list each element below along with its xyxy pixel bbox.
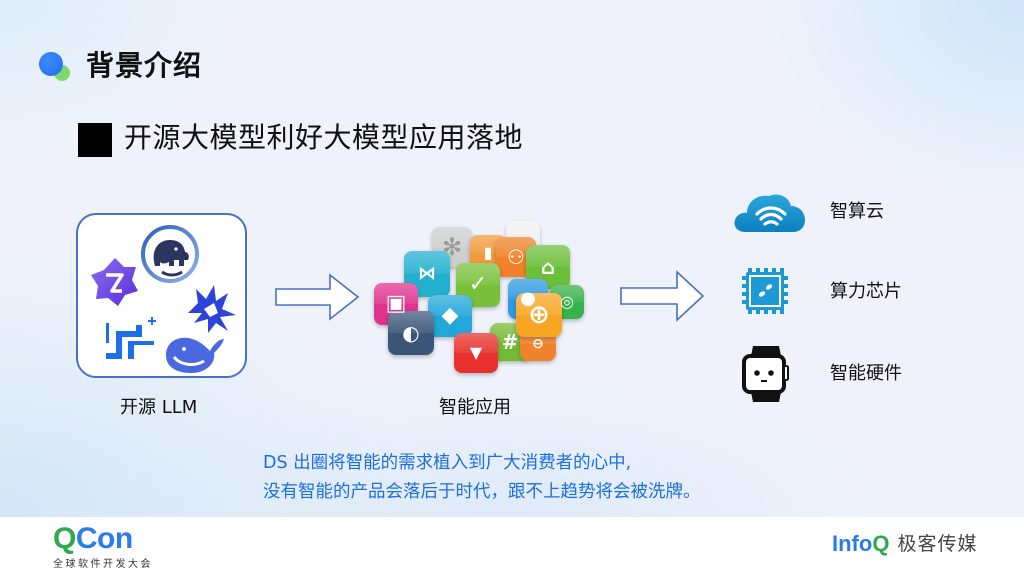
slide-subtitle: 开源大模型利好大模型应用落地 [124,121,524,154]
qcon-logo: QCon 全球软件开发大会 [53,522,153,571]
elephant-logo-icon [141,225,199,283]
title-dot-blue-icon [39,52,63,76]
spark-burst-logo-icon [188,285,236,333]
chip-icon [742,268,788,314]
highlight-line-2: 没有智能的产品会落后于时代，跟不上趋势将会被洗牌。 [263,482,701,502]
cloud-wifi-icon [734,194,805,232]
highlight-line-1: DS 出圈将智能的需求植入到广大消费者的心中, [263,453,632,473]
smart-apps-cluster: ✻ ◡ ▮ ⚇ ⌂ ⋈ ✓ ● ◎ ▣ ◆ ◐ # ⊖ ⊕ ▼ [370,215,600,380]
highlight-statement: DS 出圈将智能的需求植入到广大消费者的心中, 没有智能的产品会落后于时代，跟不… [263,449,701,507]
hunyuan-logo-icon [106,317,156,359]
qwen-logo-icon [91,258,138,306]
section-title: 背景介绍 [86,49,203,82]
footer-bar [0,517,1024,576]
open-source-llm-caption: 开源 LLM [120,397,198,418]
target-label-hardware: 智能硬件 [830,363,902,384]
smart-apps-caption: 智能应用 [439,397,511,418]
cyan-diamond-app-icon: ◆ [428,295,472,337]
smartwatch-icon [742,346,789,402]
red-shield-app-icon: ▼ [454,333,498,373]
orange-plus-app-icon: ⊕ [516,293,562,337]
infoq-logo-cn: 极客传媒 [897,533,978,555]
bullet-square-icon [78,123,112,157]
infoq-logo-q: Q [872,531,890,556]
arrow-right-icon [620,270,705,322]
qcon-logo-subtitle: 全球软件开发大会 [53,559,153,570]
deepseek-whale-logo-icon [166,337,224,373]
arrow-right-icon [275,273,360,321]
target-label-cloud: 智算云 [830,201,884,222]
qcon-logo-q: Q [53,522,76,555]
target-label-chip: 算力芯片 [830,281,902,302]
qcon-logo-con: Con [75,522,133,555]
open-source-llm-box [76,213,247,378]
infoq-logo: InfoQ 极客传媒 [832,532,977,556]
navy-app-icon: ◐ [388,311,434,355]
infoq-logo-info: Info [832,531,873,556]
